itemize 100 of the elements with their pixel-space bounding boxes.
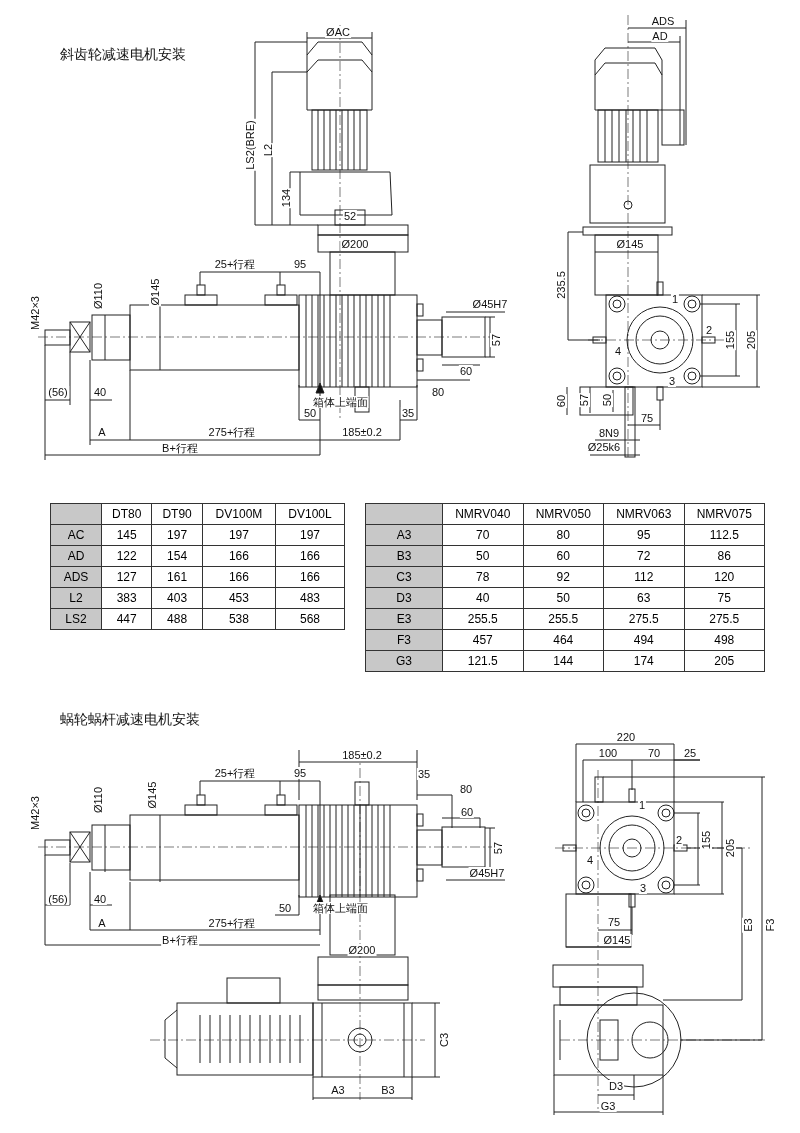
section-heading: 蜗轮蜗杆减速电机安装 xyxy=(60,711,200,729)
dimension-label: L2 xyxy=(262,142,274,158)
dimension-label: 35 xyxy=(416,768,432,780)
table-cell: 174 xyxy=(603,650,684,672)
dimension-label: Ø110 xyxy=(92,281,104,311)
dimension-label: 箱体上端面 xyxy=(311,902,369,914)
dimension-label: Ø45H7 xyxy=(471,298,509,310)
table-cell: 95 xyxy=(603,524,684,546)
dimension-label: Ø25k6 xyxy=(586,441,622,453)
dimension-label: 100 xyxy=(597,747,619,759)
table-cell: 488 xyxy=(151,608,203,630)
table-cell: 50 xyxy=(523,587,604,609)
dimension-label: B+行程 xyxy=(161,442,199,454)
dimension-label: 95 xyxy=(292,767,308,779)
table-cell: 197 xyxy=(202,524,276,546)
row-header-cell: AC xyxy=(50,524,102,546)
table-cell: 112 xyxy=(603,566,684,588)
table-cell: 538 xyxy=(202,608,276,630)
dimension-label: Ø45H7 xyxy=(468,867,506,879)
dimension-label: 52 xyxy=(342,210,358,222)
table-cell: 205 xyxy=(684,650,765,672)
table-cell: 166 xyxy=(275,545,345,567)
table-cell: 60 xyxy=(523,545,604,567)
dimension-label: ADS xyxy=(650,15,676,27)
dimension-label: 205 xyxy=(745,329,757,351)
dimension-label: 185±0.2 xyxy=(341,749,383,761)
table-cell: 498 xyxy=(684,629,765,651)
table-cell: 50 xyxy=(442,545,523,567)
dimension-label: 275+行程 xyxy=(207,426,257,438)
dimension-label: Ø200 xyxy=(347,944,377,956)
dimension-label: (56) xyxy=(47,893,69,905)
dimension-label: 4 xyxy=(613,345,623,357)
table-cell: 255.5 xyxy=(523,608,604,630)
dimension-label: 75 xyxy=(639,412,655,424)
column-header-cell: DV100M xyxy=(202,503,276,525)
dimension-label: 75 xyxy=(606,916,622,928)
column-header-cell: NMRV063 xyxy=(603,503,684,525)
table-cell: 403 xyxy=(151,587,203,609)
dimension-label: Ø110 xyxy=(92,785,104,815)
dimension-label: ØAC xyxy=(325,26,351,38)
table-cell: 70 xyxy=(442,524,523,546)
column-header-cell: DT90 xyxy=(151,503,203,525)
row-header-cell: ADS xyxy=(50,566,102,588)
table-cell: 75 xyxy=(684,587,765,609)
dimension-label: 235.5 xyxy=(555,270,567,300)
table-cell: 483 xyxy=(275,587,345,609)
column-header-cell: DT80 xyxy=(101,503,152,525)
dimension-label: E3 xyxy=(742,917,754,933)
table-cell: 453 xyxy=(202,587,276,609)
row-header-cell: L2 xyxy=(50,587,102,609)
dimension-label: 2 xyxy=(674,834,684,846)
table-cell: 464 xyxy=(523,629,604,651)
column-header-cell: NMRV050 xyxy=(523,503,604,525)
table-cell: 255.5 xyxy=(442,608,523,630)
dimension-label: B+行程 xyxy=(161,934,199,946)
row-header-cell: B3 xyxy=(365,545,443,567)
table-cell: 86 xyxy=(684,545,765,567)
dimension-label: 155 xyxy=(700,829,712,851)
dimension-label: Ø200 xyxy=(340,238,370,250)
row-header-cell: E3 xyxy=(365,608,443,630)
table-cell: 197 xyxy=(275,524,345,546)
row-header-cell: F3 xyxy=(365,629,443,651)
dimension-label: AD xyxy=(651,30,669,42)
table-cell: 78 xyxy=(442,566,523,588)
dimension-label: 35 xyxy=(400,407,416,419)
dimension-label: 220 xyxy=(615,731,637,743)
dimension-label: A3 xyxy=(330,1084,346,1096)
dimension-label: 50 xyxy=(601,392,613,408)
dimension-label: 57 xyxy=(578,392,590,408)
dimension-label: 4 xyxy=(585,854,595,866)
dimension-label: (56) xyxy=(47,386,69,398)
table-cell: 457 xyxy=(442,629,523,651)
table-cell: 121.5 xyxy=(442,650,523,672)
dimension-label: 25+行程 xyxy=(213,258,257,270)
table-cell: 494 xyxy=(603,629,684,651)
dimension-label: 57 xyxy=(492,840,504,856)
table-cell: 92 xyxy=(523,566,604,588)
dimension-label: G3 xyxy=(599,1100,617,1112)
dimension-label: F3 xyxy=(764,917,776,933)
row-header-cell: LS2 xyxy=(50,608,102,630)
dimension-label: Ø145 xyxy=(146,780,158,810)
table-cell: 145 xyxy=(101,524,152,546)
table-cell: 166 xyxy=(202,566,276,588)
dimension-label: 80 xyxy=(430,386,446,398)
section-heading: 斜齿轮减速电机安装 xyxy=(60,46,186,64)
column-header-cell: NMRV075 xyxy=(684,503,765,525)
dimension-label: A xyxy=(97,426,107,438)
row-header-cell: A3 xyxy=(365,524,443,546)
dimension-label: LS2(BRE) xyxy=(244,119,256,171)
dimension-label: 60 xyxy=(459,806,475,818)
table-cell: 166 xyxy=(275,566,345,588)
dimension-label: 205 xyxy=(724,837,736,859)
dimension-label: 95 xyxy=(292,258,308,270)
table-cell: 112.5 xyxy=(684,524,765,546)
table-cell: 72 xyxy=(603,545,684,567)
table-cell: 275.5 xyxy=(603,608,684,630)
table-cell: 144 xyxy=(523,650,604,672)
table-cell: 197 xyxy=(151,524,203,546)
row-header-cell: G3 xyxy=(365,650,443,672)
table-cell: 40 xyxy=(442,587,523,609)
